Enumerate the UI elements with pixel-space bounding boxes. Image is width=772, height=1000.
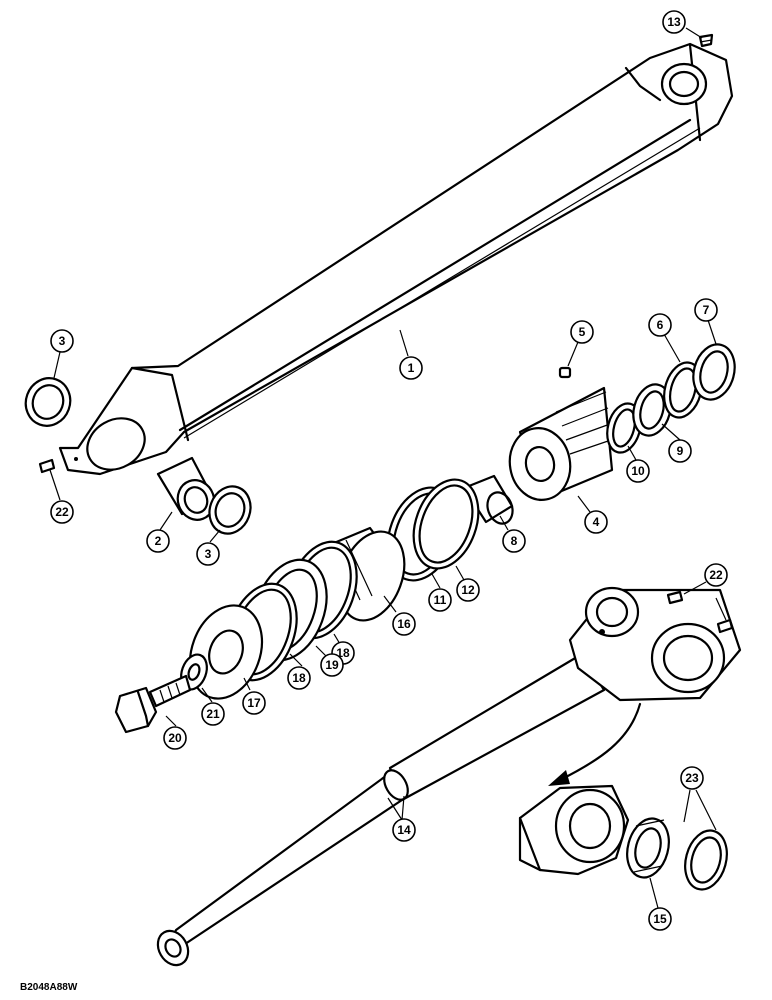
callout-label: 3 xyxy=(205,547,212,561)
callout-9: 9 xyxy=(668,439,692,463)
rod-eye-bushing xyxy=(626,817,670,879)
cylinder-barrel xyxy=(58,42,734,476)
callout-17: 17 xyxy=(242,691,266,715)
rod-eye-detail xyxy=(518,784,630,876)
callout-18-lower: 18 xyxy=(287,666,311,690)
callout-label: 5 xyxy=(579,325,586,339)
callout-label: 3 xyxy=(59,334,66,348)
callout-12: 12 xyxy=(456,578,480,602)
callout-label: 7 xyxy=(703,303,710,317)
leader-lines xyxy=(49,27,727,909)
callout-label: 15 xyxy=(653,912,667,926)
piston-retainer xyxy=(188,604,264,700)
callout-label: 10 xyxy=(631,464,645,478)
seal-upper xyxy=(24,377,72,427)
callout-7: 7 xyxy=(694,298,718,322)
wiper-seal xyxy=(692,343,736,401)
seal-lower xyxy=(208,485,252,535)
callout-22-rod: 22 xyxy=(704,563,728,587)
callout-label: 4 xyxy=(593,515,600,529)
callout-20: 20 xyxy=(163,726,187,750)
callout-19: 19 xyxy=(320,653,344,677)
callout-label: 13 xyxy=(667,15,681,29)
callout-label: 9 xyxy=(677,444,684,458)
callout-label: 23 xyxy=(685,771,699,785)
figure-reference-code: B2048A88W xyxy=(20,982,78,993)
rod-seal xyxy=(632,383,672,437)
plug xyxy=(698,33,714,48)
callout-8: 8 xyxy=(502,529,526,553)
callout-16: 16 xyxy=(392,612,416,636)
callout-label: 6 xyxy=(657,318,664,332)
bushing xyxy=(156,456,216,521)
callout-label: 8 xyxy=(511,534,518,548)
grease-fitting-rod xyxy=(666,590,734,634)
callout-label: 14 xyxy=(397,823,411,837)
callout-label: 1 xyxy=(408,361,415,375)
callout-10: 10 xyxy=(626,459,650,483)
callout-label: 21 xyxy=(206,707,220,721)
callout-5: 5 xyxy=(570,320,594,344)
gland xyxy=(508,386,614,502)
callout-21: 21 xyxy=(201,702,225,726)
callout-3-upper: 3 xyxy=(50,329,74,353)
callout-15: 15 xyxy=(648,907,672,931)
callout-3-lower: 3 xyxy=(196,542,220,566)
callout-label: 16 xyxy=(397,617,411,631)
callout-label: 11 xyxy=(434,593,447,607)
callout-22-barrel: 22 xyxy=(50,500,74,524)
callout-label: 22 xyxy=(55,505,69,519)
callout-1: 1 xyxy=(399,356,423,380)
setscrew xyxy=(558,366,572,379)
rod-eye-seal xyxy=(684,829,728,891)
callout-label: 20 xyxy=(168,731,182,745)
callout-11: 11 xyxy=(428,588,452,612)
callout-label: 17 xyxy=(247,696,261,710)
callout-6: 6 xyxy=(648,313,672,337)
callout-4: 4 xyxy=(584,510,608,534)
grease-fitting-barrel xyxy=(38,458,56,474)
callout-label: 22 xyxy=(709,568,723,582)
callout-14: 14 xyxy=(392,818,416,842)
callout-label: 19 xyxy=(325,658,339,672)
backup-ring-large xyxy=(412,478,480,570)
callout-label: 18 xyxy=(292,671,306,685)
gland-bushing xyxy=(462,474,514,525)
piston-rod xyxy=(156,586,742,967)
detail-arrow xyxy=(548,702,642,786)
bolt xyxy=(114,674,192,734)
callout-23: 23 xyxy=(680,766,704,790)
callout-2: 2 xyxy=(146,529,170,553)
callout-label: 12 xyxy=(461,583,475,597)
callout-13: 13 xyxy=(662,10,686,34)
callout-label: 2 xyxy=(155,534,162,548)
